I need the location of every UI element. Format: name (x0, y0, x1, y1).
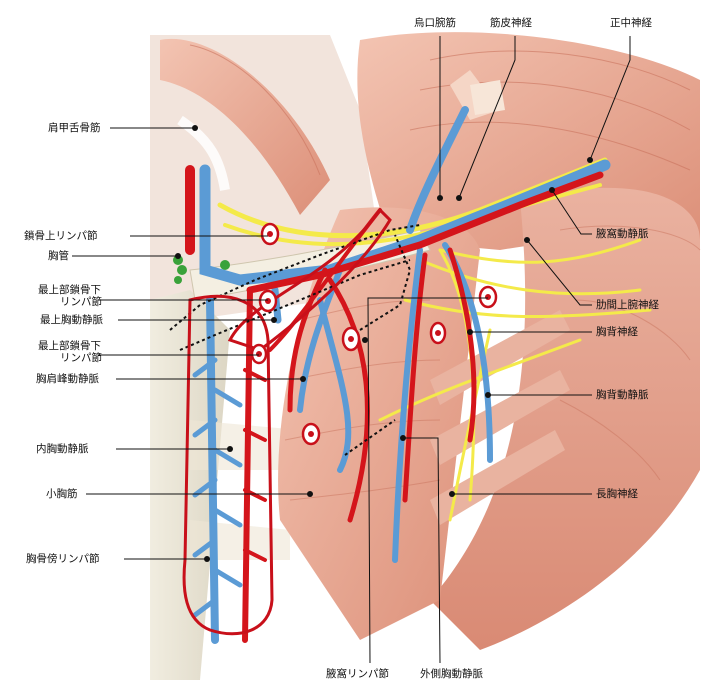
label-thoracic-duct: 胸管 (48, 250, 69, 262)
level-boundaries (169, 224, 421, 456)
label-thoracodorsal-nerve: 胸背神経 (596, 326, 638, 338)
label-pectoralis-minor: 小胸筋 (46, 488, 78, 500)
label-lateral-thoracic-vein: 外側胸動静脈 (420, 668, 483, 680)
label-intercostobrachial-nerve: 肋間上腕神経 (596, 299, 659, 311)
omohyoid-muscle (160, 38, 330, 215)
label-highest-infraclavicular-lymph-node-2b: リンパ節 (60, 352, 102, 364)
label-thoracodorsal-artery-vein: 胸背動静脈 (596, 389, 649, 401)
leader-dots (175, 125, 593, 562)
parasternal-lymph-outline (182, 294, 274, 636)
label-highest-infraclavicular-lymph-node-1b: リンパ節 (60, 296, 102, 308)
label-parasternal-lymph-node: 胸骨傍リンパ節 (26, 553, 100, 565)
label-median-nerve: 正中神経 (610, 17, 652, 29)
label-supraclavicular-lymph-node: 鎖骨上リンパ節 (24, 230, 98, 242)
label-axillary-lymph-node: 腋窩リンパ節 (326, 668, 389, 680)
label-thoracoacromial-artery-vein: 胸肩峰動静脈 (36, 373, 99, 385)
label-omohyoid-muscle: 肩甲舌骨筋 (48, 122, 101, 134)
label-highest-infraclavicular-lymph-node-1a: 最上部鎖骨下 (38, 284, 101, 296)
label-coracobrachialis: 烏口腕筋 (414, 17, 456, 29)
label-axillary-artery-vein: 腋窩動静脈 (596, 228, 649, 240)
label-highest-thoracic-artery-vein: 最上胸動静脈 (40, 314, 103, 326)
label-internal-thoracic-artery-vein: 内胸動静脈 (36, 443, 89, 455)
lymph-node-centers (256, 231, 491, 437)
lateral-chest-wall (430, 187, 701, 650)
label-highest-infraclavicular-lymph-node-2a: 最上部鎖骨下 (38, 340, 101, 352)
label-long-thoracic-nerve: 長胸神経 (596, 488, 638, 500)
arteries (185, 165, 604, 643)
label-musculocutaneous-nerve: 筋皮神経 (490, 17, 532, 29)
leader-lines (72, 36, 631, 664)
